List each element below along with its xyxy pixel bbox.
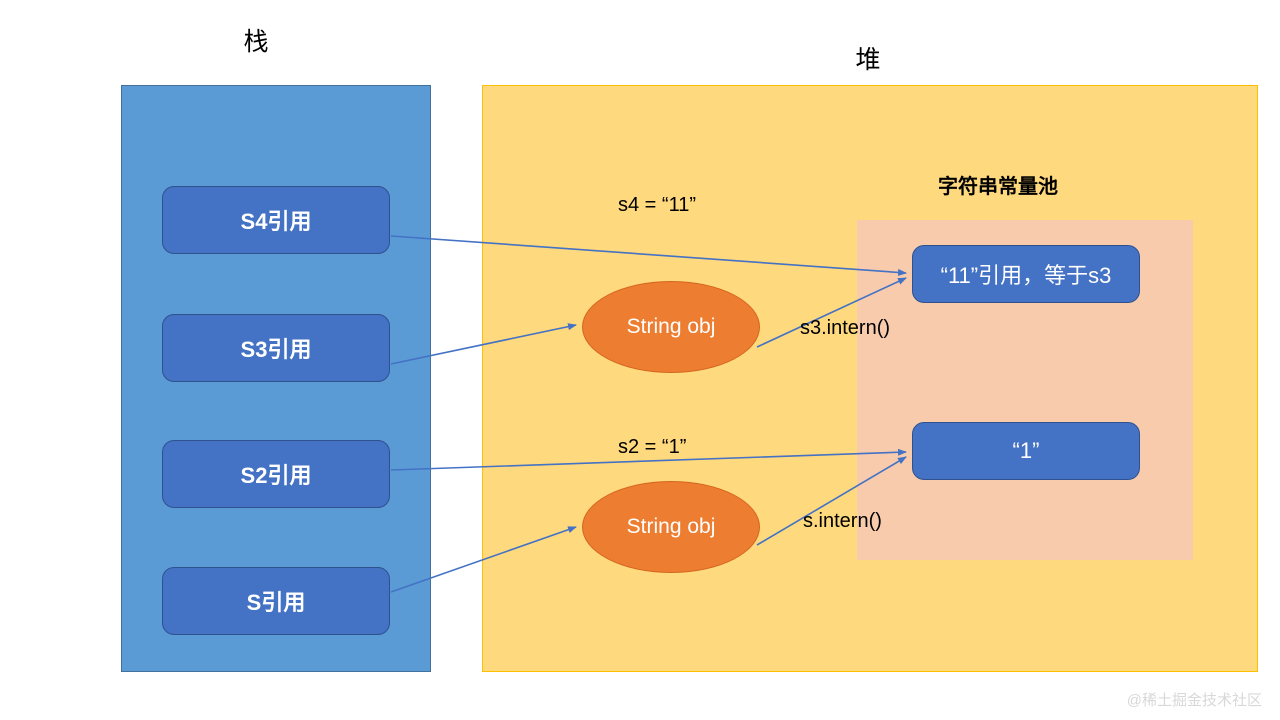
edge-label-s3-intern: s3.intern() <box>800 317 891 339</box>
pool-entry-11[interactable]: “11”引用，等于s3 <box>912 245 1140 303</box>
stack-frame-s-label: S引用 <box>246 590 306 615</box>
heap-object-string-obj-2[interactable]: String obj <box>582 481 760 573</box>
heap-object-string-obj-1[interactable]: String obj <box>582 281 760 373</box>
stack-frame-s2-label: S2引用 <box>240 463 312 488</box>
stack-frame-s[interactable]: S引用 <box>162 567 390 635</box>
edge-label-s2-assign: s2 = “1” <box>618 436 687 458</box>
stack-frame-s4[interactable]: S4引用 <box>162 186 390 254</box>
edge-label-s-intern: s.intern() <box>803 510 882 532</box>
pool-entry-11-label: “11”引用，等于s3 <box>940 263 1112 288</box>
stack-frame-s3-label: S3引用 <box>240 337 312 362</box>
pool-entry-1-label: “1” <box>1012 438 1040 463</box>
stack-frame-s4-label: S4引用 <box>240 209 312 234</box>
heap-title: 堆 <box>855 46 881 74</box>
edge-label-s4-assign: s4 = “11” <box>618 194 696 216</box>
stack-title: 栈 <box>243 28 269 56</box>
watermark: @稀土掘金技术社区 <box>1126 692 1262 709</box>
pool-entry-1[interactable]: “1” <box>912 422 1140 480</box>
pool-title: 字符串常量池 <box>938 176 1058 198</box>
heap-object-1-label: String obj <box>626 315 716 338</box>
heap-object-2-label: String obj <box>626 515 716 538</box>
stack-frame-s3[interactable]: S3引用 <box>162 314 390 382</box>
stack-frame-s2[interactable]: S2引用 <box>162 440 390 508</box>
